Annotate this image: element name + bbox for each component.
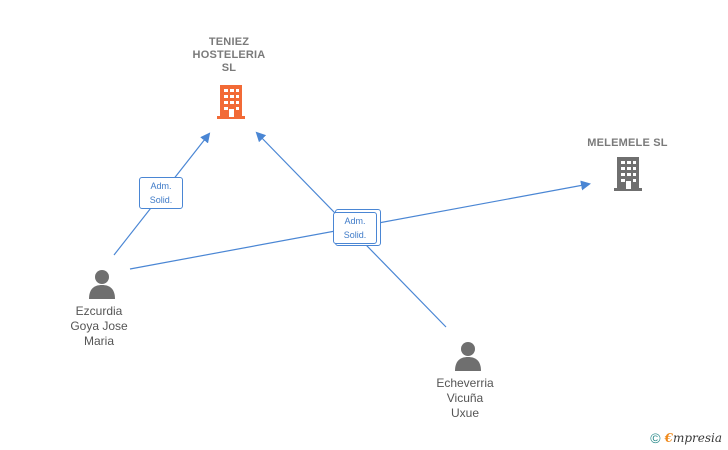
brand-initial: € (664, 431, 673, 445)
edge-label-ezcurdia-melemele[interactable]: Adm. Solid. (333, 212, 377, 244)
building-icon[interactable] (613, 156, 643, 191)
person-icon[interactable] (453, 340, 483, 372)
company-label-melemele: MELEMELE SL (575, 137, 680, 150)
company-label-line: SL (221, 62, 237, 74)
person-label-line: Echeverria (436, 376, 494, 390)
person-icon[interactable] (87, 268, 117, 300)
edge-label-line: Adm. (150, 181, 172, 191)
person-label-echeverria: Echeverria Vicuña Uxue (415, 376, 515, 421)
company-label-line: HOSTELERIA (192, 49, 266, 61)
company-label-line: TENIEZ (208, 36, 250, 48)
person-label-ezcurdia: Ezcurdia Goya Jose Maria (49, 304, 149, 349)
empresia-logo: © €mpresia (650, 430, 722, 446)
edge-label-line: Adm. (344, 216, 366, 226)
edge-label-line: Solid. (149, 195, 173, 205)
person-label-line: Goya Jose (70, 319, 128, 333)
copyright-icon: © (650, 430, 661, 446)
company-label-teniez: TENIEZ HOSTELERIA SL (179, 36, 279, 75)
edge-label-line: Solid. (343, 230, 367, 240)
building-icon[interactable] (216, 84, 246, 119)
person-label-line: Uxue (450, 406, 479, 420)
company-label-line: MELEMELE SL (587, 137, 668, 149)
edge-label-ezcurdia-teniez[interactable]: Adm. Solid. (139, 177, 183, 209)
person-label-line: Maria (83, 334, 114, 348)
person-label-line: Ezcurdia (75, 304, 123, 318)
brand-name: mpresia (672, 431, 722, 445)
person-label-line: Vicuña (446, 391, 484, 405)
